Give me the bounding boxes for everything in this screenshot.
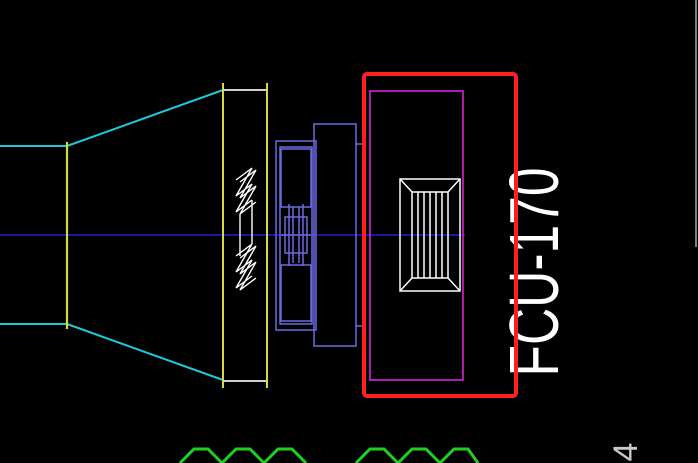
transition-top-slope bbox=[66, 89, 224, 147]
transition-bottom-slope bbox=[66, 323, 224, 381]
coil-box bbox=[369, 90, 464, 381]
unit-casing bbox=[313, 123, 357, 347]
zigzag-filter-icon bbox=[235, 167, 257, 291]
fan-scroll-upper bbox=[280, 148, 312, 208]
equipment-tag-label[interactable]: FCU-170 bbox=[496, 168, 573, 377]
fan-motor-icon bbox=[275, 123, 362, 347]
selection-highlight-box bbox=[362, 72, 518, 398]
green-diffuser-symbols bbox=[178, 447, 480, 463]
fan-scroll-lower bbox=[280, 264, 312, 322]
return-grille-icon bbox=[399, 178, 461, 292]
filter-box bbox=[222, 83, 268, 388]
fan-housing-inner bbox=[279, 146, 313, 325]
corner-mark-label: 4 bbox=[607, 443, 645, 462]
duct-transition bbox=[0, 89, 224, 381]
fan-housing-outer bbox=[275, 140, 317, 331]
